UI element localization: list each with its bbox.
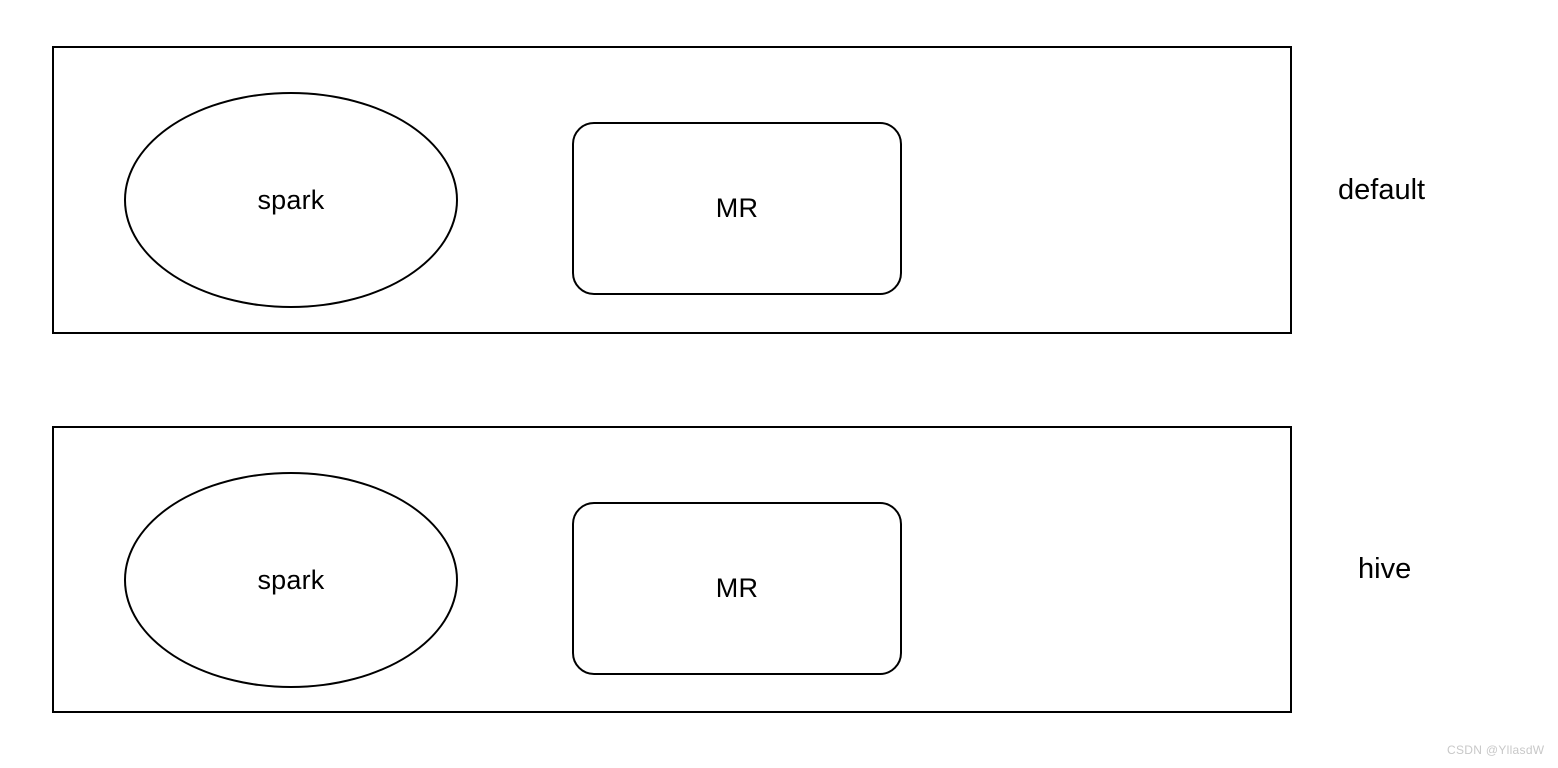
rounded-rect-node-mr: MR <box>572 502 902 675</box>
group-container-hive: spark MR <box>52 426 1292 713</box>
ellipse-node-spark: spark <box>124 472 458 688</box>
group-container-default: spark MR <box>52 46 1292 334</box>
group-side-label-default: default <box>1338 174 1426 206</box>
ellipse-node-label: spark <box>257 564 325 595</box>
rounded-rect-node-mr: MR <box>572 122 902 295</box>
rounded-rect-node-label: MR <box>715 573 759 603</box>
rounded-rect-node-label: MR <box>715 193 759 223</box>
group-side-label-hive: hive <box>1358 553 1412 585</box>
watermark-text: CSDN @YllasdW <box>1447 743 1545 757</box>
ellipse-node-label: spark <box>257 184 325 215</box>
ellipse-node-spark: spark <box>124 92 458 308</box>
